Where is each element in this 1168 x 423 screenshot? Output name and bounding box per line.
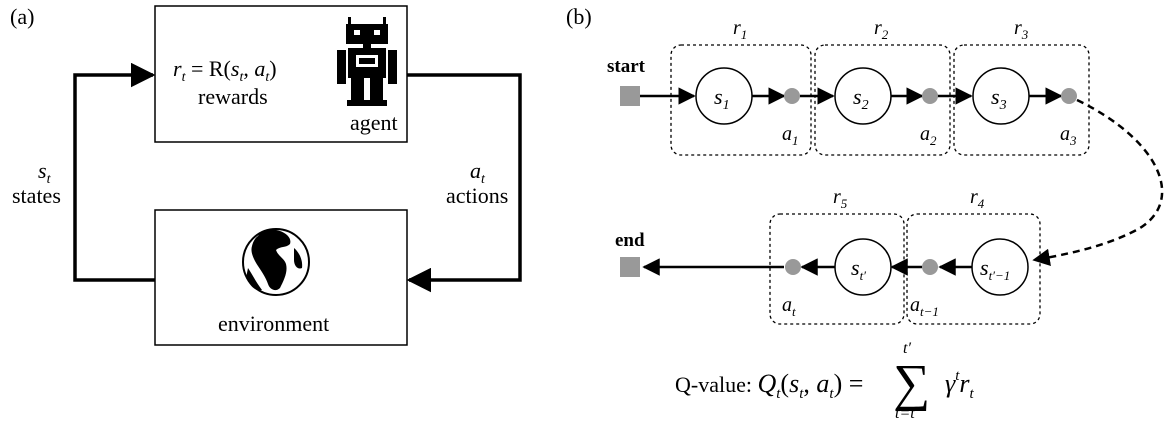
reward-equation: rt = R(st, at) [173,56,277,85]
reward-label-2: r2 [874,17,889,42]
end-node [620,257,640,277]
states-arrow [73,62,156,282]
state-node-t [834,238,892,296]
states-symbol: st [38,158,52,187]
actions-label: actions [446,183,508,208]
action-label-t: at [782,294,796,319]
reward-box-1 [670,44,812,156]
qvalue-gamma-term: γtrt [945,368,975,402]
state-node-3 [972,67,1030,125]
reward-label-5: r5 [833,186,848,211]
state-node-2 [834,67,892,125]
action-node-t [785,259,801,275]
action-node-3 [1061,88,1077,104]
globe-icon [242,228,310,296]
action-node-2 [922,88,938,104]
environment-label: environment [218,311,329,336]
state-label-3: s3 [991,84,1007,113]
start-label: start [607,56,646,77]
rewards-label: rewards [198,84,268,109]
start-node [620,86,640,106]
reward-label-4: r4 [970,186,985,211]
reward-label-3: r3 [1014,17,1029,42]
reward-box-2 [814,44,951,156]
end-label: end [615,230,645,251]
actions-symbol: at [470,158,486,187]
panel-a-label: (a) [10,4,34,29]
continuation-dashed-arrow [1032,98,1164,267]
states-label: states [12,183,61,208]
panel-b-label: (b) [566,4,592,29]
agent-label: agent [350,110,398,135]
state-node-1 [695,67,753,125]
state-label-1: s1 [714,84,730,113]
action-node-1 [784,88,800,104]
reward-box-3 [953,44,1090,156]
action-label-1: a1 [782,123,799,148]
actions-arrow [406,73,522,293]
action-label-2: a2 [920,123,937,148]
robot-icon [337,17,397,106]
state-label-t: st′ [851,255,866,283]
state-label-2: s2 [853,84,869,113]
action-node-t-minus-1 [922,259,938,275]
qvalue-sum-upper: t′ [903,340,911,357]
qvalue-formula: Q-value: Qt(st, at) = [675,369,863,402]
action-label-t-minus-1: at−1 [910,294,939,319]
state-label-t-minus-1: st′−1 [980,255,1010,283]
action-label-3: a3 [1060,123,1077,148]
reward-label-1: r1 [733,17,747,42]
qvalue-sum-lower: t=t [895,405,915,422]
state-node-t-minus-1 [971,238,1029,296]
reward-box-4 [906,213,1041,325]
qvalue-sum-symbol: ∑ [893,355,930,412]
